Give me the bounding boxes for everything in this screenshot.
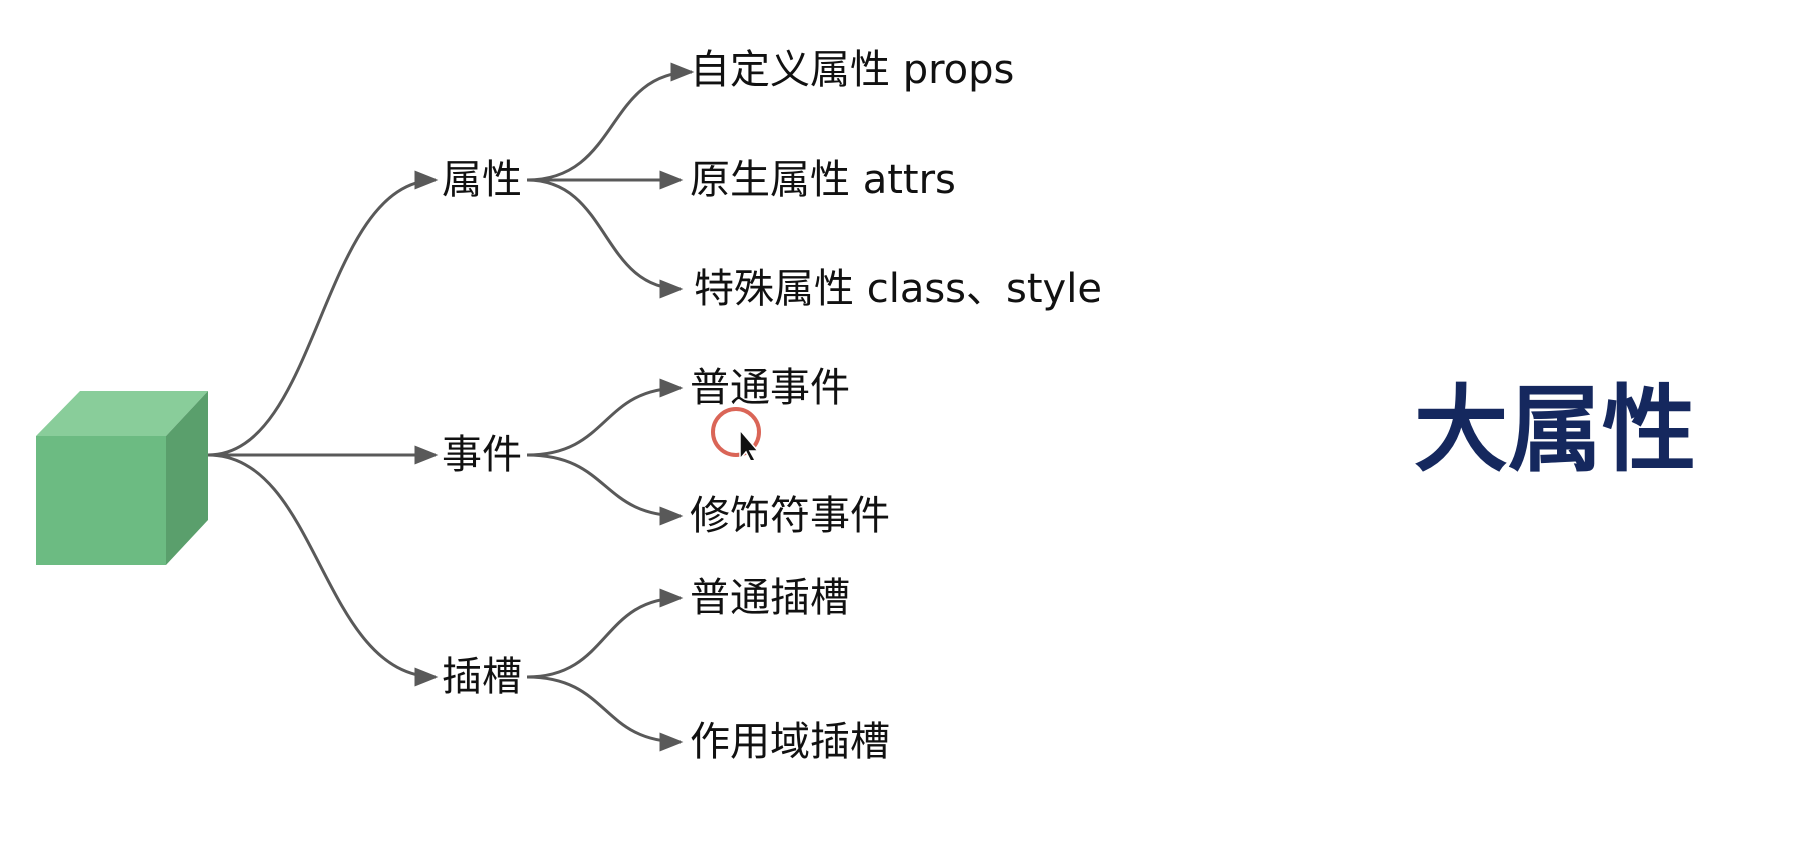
leaf-custom-props: 自定义属性 props <box>690 47 1015 93</box>
root-cube-icon <box>36 391 208 565</box>
leaf-native-attrs: 原生属性 attrs <box>690 157 956 203</box>
connector-root-to-properties <box>207 170 439 457</box>
connector-lines <box>207 62 695 752</box>
branch-slots: 插槽 <box>442 654 522 700</box>
mouse-pointer-icon <box>711 407 761 460</box>
connector-properties-to-special <box>526 178 684 299</box>
diagram-title: 大属性 <box>1414 376 1697 485</box>
leaf-normal-slots: 普通插槽 <box>690 575 850 621</box>
cube-front-face <box>36 436 166 565</box>
leaf-special-attrs: 特殊属性 class、style <box>694 266 1102 312</box>
cube-top-face <box>36 391 208 436</box>
leaf-normal-events: 普通事件 <box>690 365 850 411</box>
connector-root-to-slots <box>207 453 439 687</box>
connector-events-to-modifier <box>526 453 684 526</box>
connector-slots-to-scoped <box>526 675 684 752</box>
leaf-scoped-slots: 作用域插槽 <box>690 719 890 765</box>
connector-properties-to-props <box>526 62 695 182</box>
branch-properties: 属性 <box>442 157 522 203</box>
connector-slots-to-normal <box>526 588 684 679</box>
branch-events: 事件 <box>442 432 522 478</box>
connector-events-to-normal <box>526 378 684 457</box>
click-indicator-ring <box>711 407 761 457</box>
cursor-arrow <box>739 427 760 460</box>
leaf-modifier-events: 修饰符事件 <box>690 493 890 539</box>
cube-side-face <box>166 391 208 565</box>
